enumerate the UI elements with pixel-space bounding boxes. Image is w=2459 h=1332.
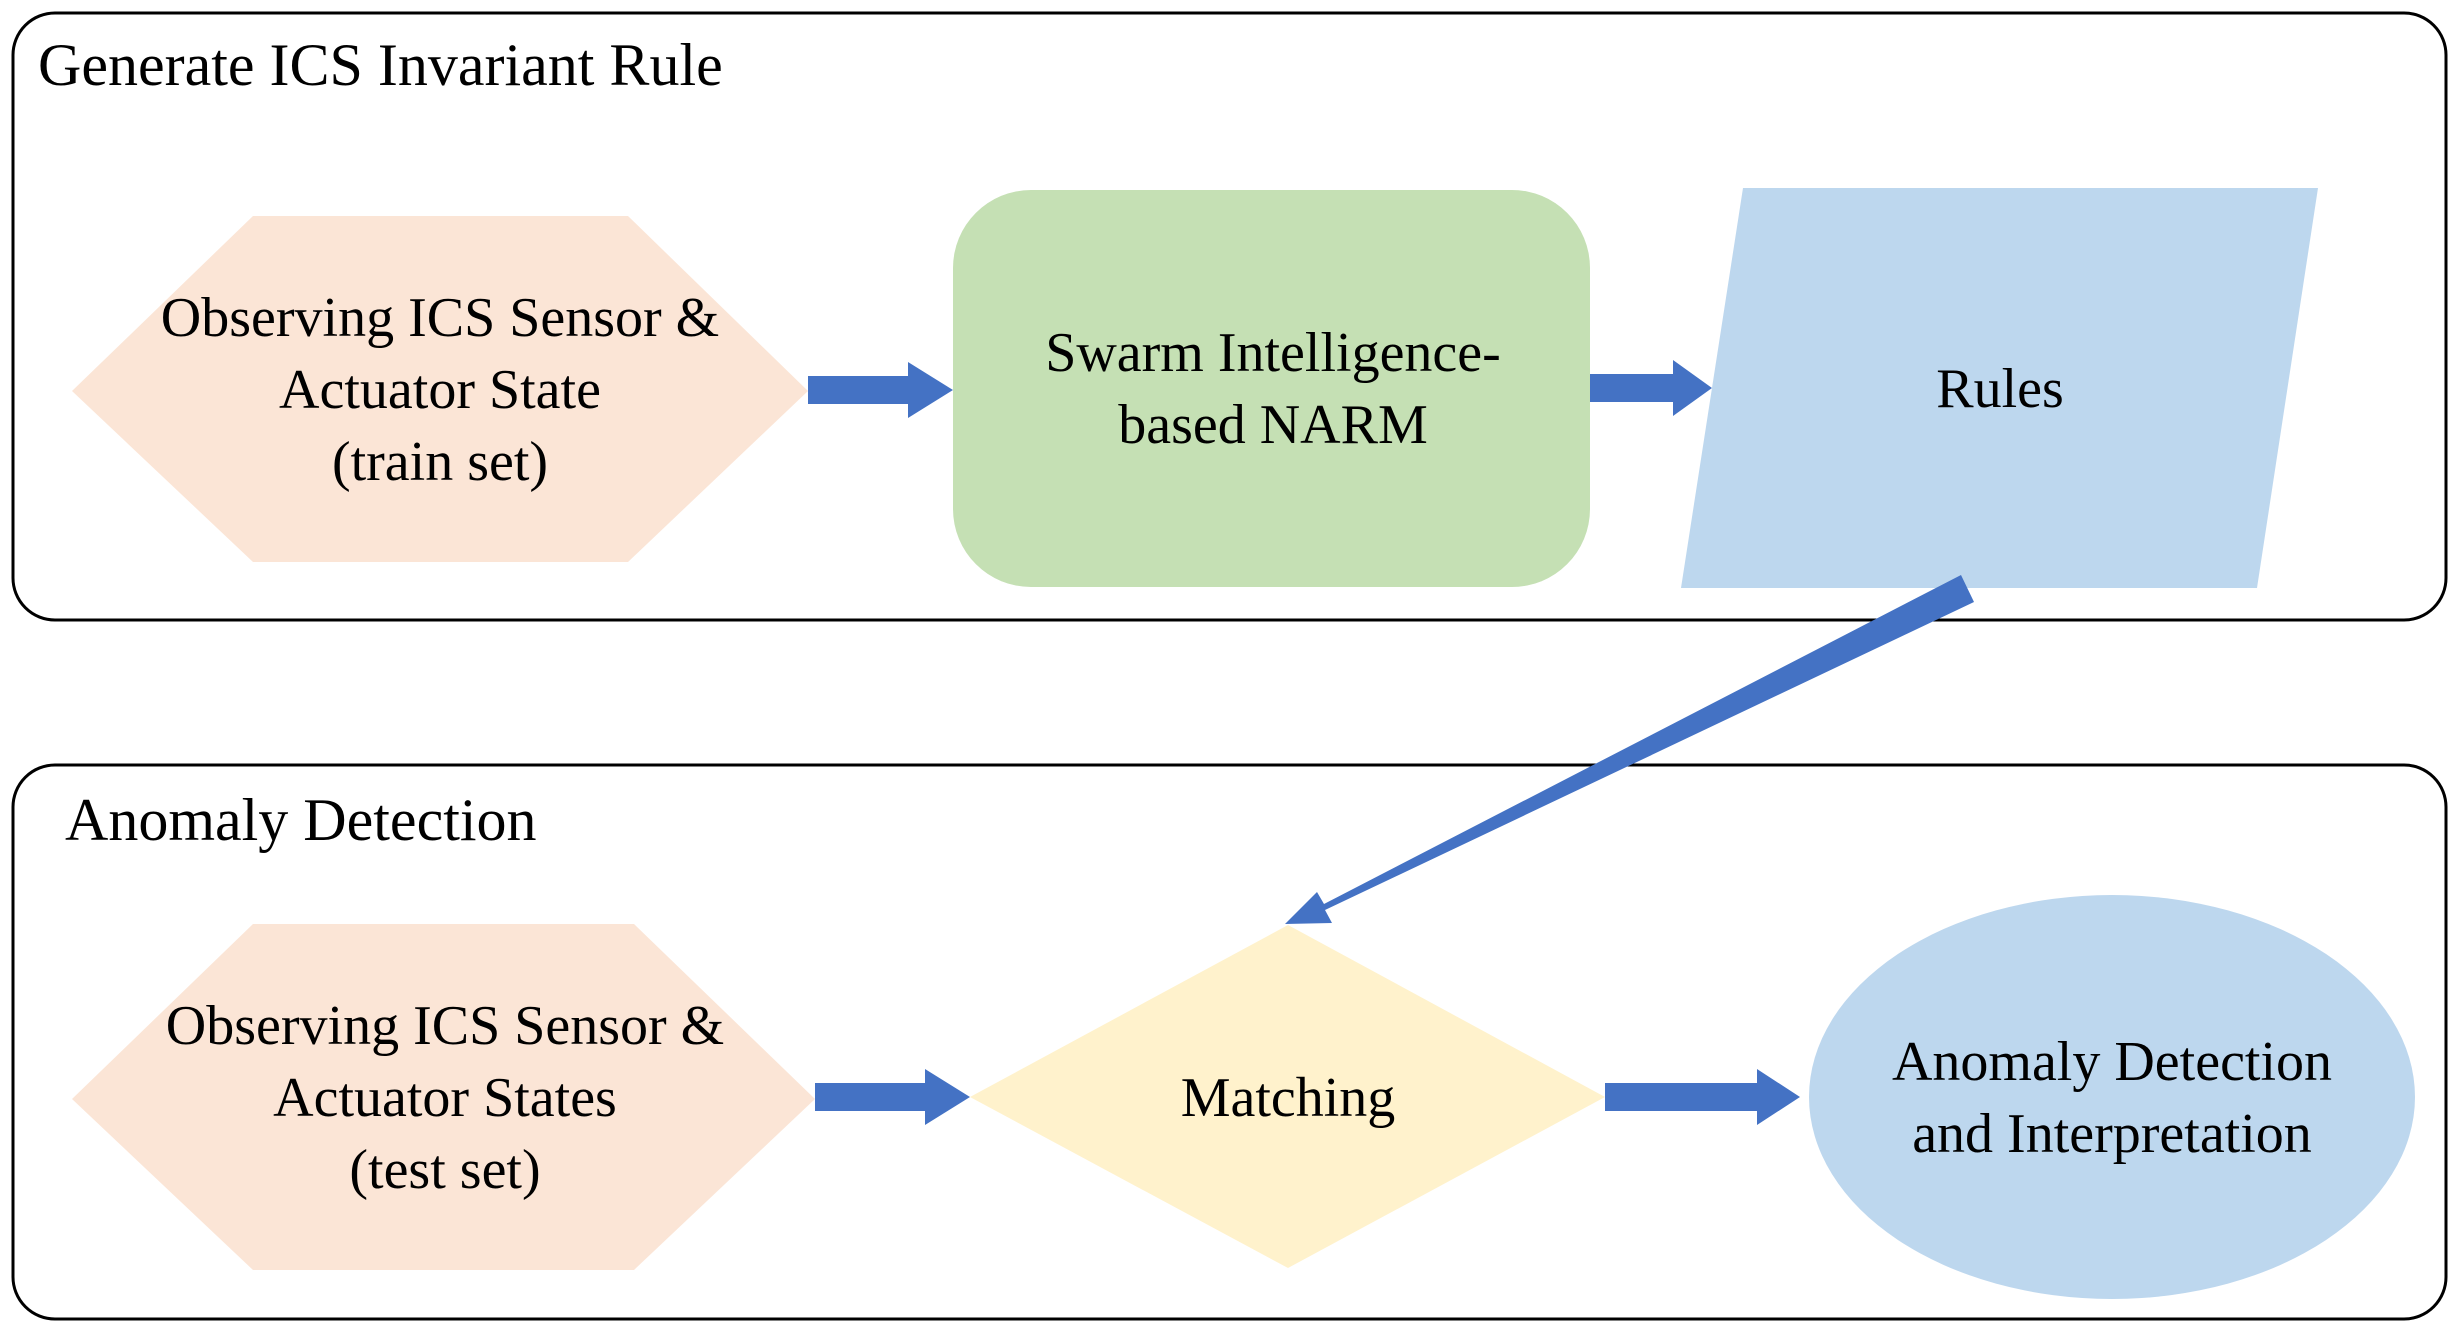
node-narm-label: Swarm Intelligence-based NARM [1045, 322, 1501, 456]
arrow-rules-to-matching [1285, 575, 1974, 924]
node-matching-label: Matching [1181, 1067, 1396, 1129]
arrow-narm-to-rules [1590, 360, 1712, 416]
node-output-label: Anomaly Detection and Interpretation [1892, 1031, 2332, 1165]
panel-title-generate-rules: Generate ICS Invariant Rule [38, 32, 723, 98]
node-label-line: Rules [1936, 358, 2064, 420]
panel-anomaly-detection [11, 763, 2448, 1321]
arrow-matching-to-output [1605, 1069, 1800, 1125]
arrow-train-to-narm [808, 362, 953, 418]
node-rules-label: Rules [1936, 358, 2064, 420]
node-matching-shape [970, 925, 1605, 1268]
node-label-line: Actuator State [279, 359, 601, 421]
node-train-input-shape [72, 216, 808, 562]
node-output-shape [1809, 895, 2415, 1299]
node-label-line: Actuator States [273, 1067, 617, 1129]
node-rules-shape [1681, 188, 2318, 588]
node-test-input-shape [72, 924, 815, 1270]
panel-generate-rules [11, 11, 2448, 622]
node-label-line: Anomaly Detection [1892, 1031, 2332, 1093]
node-test-input-label: Observing ICS Sensor & Actuator States (te… [166, 995, 724, 1201]
node-label-line: (test set) [349, 1139, 540, 1201]
node-narm-shape [953, 190, 1590, 587]
node-label-line: Observing ICS Sensor & [161, 287, 719, 349]
node-label-line: based NARM [1118, 394, 1428, 456]
node-label-line: Observing ICS Sensor & [166, 995, 724, 1057]
arrow-test-to-matching [815, 1069, 970, 1125]
panel-title-anomaly-detection: Anomaly Detection [65, 787, 537, 853]
node-label-line: Matching [1181, 1067, 1396, 1129]
node-train-input-label: Observing ICS Sensor & Actuator State (tra… [161, 287, 719, 493]
node-label-line: Swarm Intelligence- [1045, 322, 1501, 384]
node-label-line: and Interpretation [1912, 1103, 2312, 1165]
node-label-line: (train set) [332, 431, 548, 493]
